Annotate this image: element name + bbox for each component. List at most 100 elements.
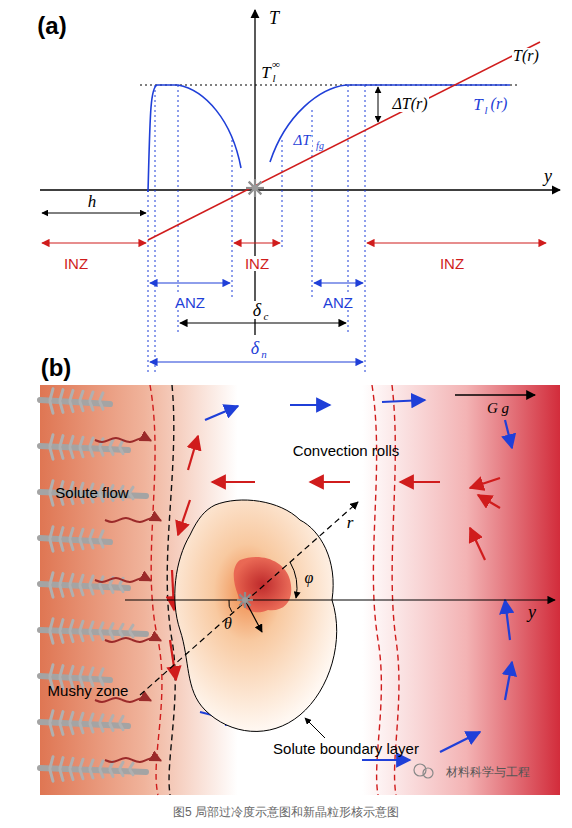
dendrite-branch: [90, 402, 93, 410]
dendrite-branch: [120, 724, 123, 730]
dendrite-branch: [70, 620, 73, 630]
dendrite-branch: [80, 621, 83, 630]
subscript: l: [484, 105, 487, 116]
dendrite-stem: [40, 722, 128, 726]
dendrite-stem: [40, 584, 128, 588]
dendrite-branch: [110, 770, 113, 776]
dendrite-branch: [90, 770, 93, 778]
dendrite-branch: [90, 586, 93, 594]
dendrite-branch: [60, 620, 63, 630]
dendrite-branch: [60, 402, 63, 412]
dendrite-branch: [100, 669, 103, 676]
dendrite-branch: [60, 586, 63, 596]
dendrite-branch: [50, 757, 53, 768]
dendrite-branch: [130, 770, 133, 775]
dendrite-branch: [120, 716, 123, 722]
dendrite-branch: [70, 758, 73, 768]
dendrite-branch: [100, 586, 103, 593]
zone-label: INZ: [64, 256, 88, 271]
dendrite-branch: [100, 448, 103, 455]
axis-label: y: [528, 603, 536, 621]
dendrite-branch: [60, 758, 63, 768]
dendrite-branch: [60, 666, 63, 676]
angle-label: θ: [224, 616, 232, 632]
subscript: l: [272, 73, 275, 84]
dendrite-branch: [60, 540, 63, 550]
region-label: Mushy zone: [48, 683, 129, 698]
dendrite-branch: [80, 632, 83, 641]
zone-label: INZ: [244, 256, 270, 271]
nucleus: [242, 597, 248, 603]
dendrite-branch: [50, 527, 53, 538]
region-label: Solute boundary layer: [273, 741, 419, 756]
dendrite-branch: [60, 712, 63, 722]
dendrite-branch: [70, 724, 73, 734]
dendrite-branch: [70, 770, 73, 780]
dendrite-branch: [50, 665, 53, 676]
axis-label: r: [347, 514, 354, 531]
dendrite-branch: [110, 724, 113, 730]
solute-flow-arrow: [95, 578, 151, 582]
dendrite-branch: [60, 724, 63, 734]
dendrite-branch: [90, 632, 93, 640]
solute-flow-arrow: [105, 638, 161, 642]
dendrite-branch: [70, 586, 73, 596]
dendrite-branch: [90, 576, 93, 584]
dendrite-branch: [100, 632, 103, 639]
dendrite-branch: [60, 632, 63, 642]
dendrite-branch: [120, 448, 123, 454]
region-label: Solute flow: [55, 485, 128, 500]
dendrite-branch: [70, 436, 73, 446]
dendrite-branch: [80, 391, 83, 400]
curve-label: ΔT(r): [391, 96, 428, 112]
dendrite-branch: [60, 390, 63, 400]
dendrite-branch: [70, 632, 73, 642]
dendrite-branch: [60, 770, 63, 780]
panel-letter: (a): [37, 14, 66, 38]
dendrite-branch: [70, 402, 73, 412]
dendrite-branch: [110, 440, 113, 446]
solute-flow-arrow: [105, 758, 161, 762]
dendrite-branch: [110, 632, 113, 638]
dendrite-stem: [40, 446, 128, 450]
dendrite-branch: [130, 487, 133, 492]
dendrite-branch: [50, 724, 53, 735]
dendrite-branch: [60, 436, 63, 446]
dendrite-branch: [110, 586, 113, 592]
dendrite-branch: [80, 586, 83, 595]
temperature-plot: [40, 10, 560, 372]
dendrite-branch: [60, 448, 63, 458]
dendrite-branch: [80, 402, 83, 411]
figure-caption: 图5 局部过冷度示意图和新晶粒形核示意图: [173, 806, 399, 818]
solute-flow-arrow: [95, 698, 151, 702]
dendrite-branch: [90, 392, 93, 400]
dendrite-branch: [80, 724, 83, 733]
region-label: Convection rolls: [293, 443, 400, 458]
subscript: fg: [316, 141, 324, 151]
dendrite-branch: [70, 390, 73, 400]
dendrite-branch: [100, 540, 103, 547]
dendrite-branch: [100, 770, 103, 777]
nucleus: [252, 185, 258, 191]
solute-flow-arrow: [95, 438, 151, 442]
dendrite-branch: [110, 716, 113, 722]
dendrite-branch: [50, 448, 53, 459]
dendrite-branch: [50, 435, 53, 446]
dendrite-branch: [90, 530, 93, 538]
dendrite-branch: [120, 624, 123, 630]
symbol: T: [260, 64, 271, 81]
dendrite-branch: [50, 389, 53, 400]
dendrite-branch: [70, 448, 73, 458]
superscript: ∞: [272, 59, 280, 70]
dimension-label: h: [88, 193, 97, 210]
dendrite-branch: [50, 711, 53, 722]
dendrite-branch: [70, 528, 73, 538]
dendrite-branch: [120, 586, 123, 592]
dendrite-branch: [90, 438, 93, 446]
dendrite-branch: [100, 724, 103, 731]
dendrite-branch: [130, 763, 133, 768]
dendrite-branch: [80, 540, 83, 549]
dendrite-branch: [100, 531, 103, 538]
dendrite-branch: [120, 632, 123, 638]
dendrite-branch: [100, 761, 103, 768]
